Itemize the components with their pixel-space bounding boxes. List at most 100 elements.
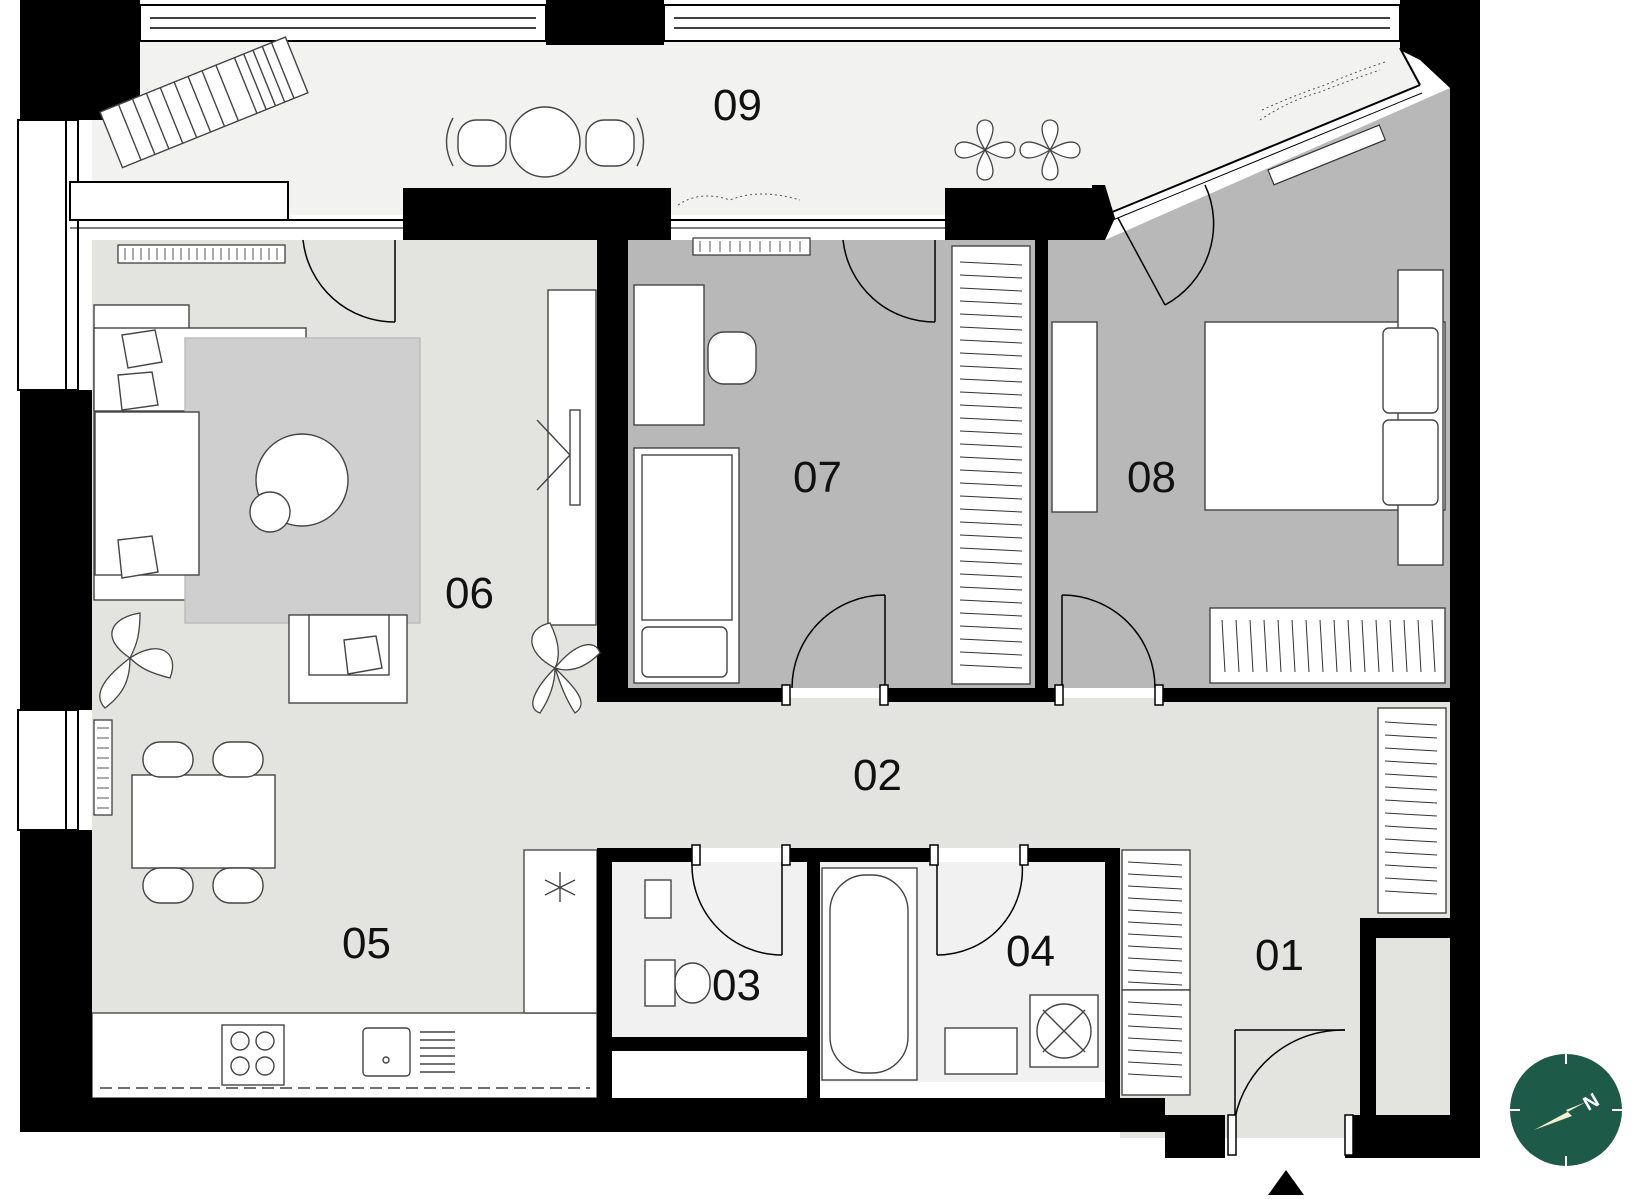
sun-lounger <box>99 36 309 169</box>
hanger-mark <box>1384 747 1438 752</box>
wardrobe <box>1121 849 1191 991</box>
balcony-chair <box>457 119 507 167</box>
hanger-mark <box>959 261 1023 266</box>
hanger-mark <box>959 612 1023 617</box>
hanger-mark <box>959 352 1023 357</box>
wall <box>1360 918 1450 938</box>
wall <box>807 848 820 1098</box>
hanger-mark <box>1127 1013 1183 1018</box>
hanger-mark <box>1127 1061 1183 1066</box>
window <box>69 181 289 221</box>
hanger-mark <box>959 599 1023 604</box>
wall <box>1092 185 1115 240</box>
hanger-mark <box>959 287 1023 292</box>
hanger-mark <box>1384 890 1438 895</box>
compass-icon: N <box>1510 1054 1622 1166</box>
hanger-mark <box>959 300 1023 305</box>
wardrobe <box>1377 707 1447 914</box>
hanger-mark <box>1127 1073 1183 1078</box>
compass-needle <box>1534 1102 1586 1130</box>
hanger-mark <box>1384 734 1438 739</box>
wall <box>1360 918 1376 1118</box>
wardrobe <box>1209 607 1446 684</box>
hanger-mark <box>1384 721 1438 726</box>
hanger-mark <box>959 482 1023 487</box>
hanger-mark <box>959 573 1023 578</box>
room-label-08: 08 <box>1127 453 1176 502</box>
wall <box>782 848 937 862</box>
hanger-mark <box>1277 619 1282 673</box>
wc-03-floor <box>612 862 807 1037</box>
radiators <box>93 124 1387 816</box>
hanger-mark <box>1431 619 1436 673</box>
hanger-mark <box>959 274 1023 279</box>
hanger-mark <box>1384 786 1438 791</box>
hanger-mark <box>1127 969 1183 974</box>
entrance-arrow-icon <box>1268 1170 1304 1195</box>
hanger-mark <box>1384 851 1438 856</box>
hanger-mark <box>1127 885 1183 890</box>
wardrobe-hangers <box>959 261 1438 1078</box>
hanger-mark <box>1389 619 1394 673</box>
walls <box>20 0 1480 1158</box>
hanger-mark <box>959 378 1023 383</box>
hanger-mark <box>959 365 1023 370</box>
hanger-mark <box>1384 799 1438 804</box>
wall <box>1105 848 1120 1098</box>
dresser <box>1051 321 1098 513</box>
balcony-floor <box>92 40 1420 215</box>
cooktop <box>221 1024 285 1086</box>
windows <box>17 4 1423 831</box>
room-label-07: 07 <box>793 453 842 502</box>
hanger-mark <box>1263 619 1268 673</box>
hanger-mark <box>959 469 1023 474</box>
desk <box>633 284 705 426</box>
room-label-03: 03 <box>712 961 761 1010</box>
hanger-mark <box>1347 619 1352 673</box>
window <box>65 709 79 831</box>
hanger-mark <box>1127 897 1183 902</box>
hanger-mark <box>959 651 1023 656</box>
kitchen-sink <box>362 1027 411 1077</box>
hanger-mark <box>1127 873 1183 878</box>
wall <box>597 1037 820 1051</box>
plant-icon <box>531 622 601 714</box>
hanger-mark <box>1375 619 1380 673</box>
hanger-mark <box>1249 619 1254 673</box>
toilet <box>644 959 676 1007</box>
wc-sink <box>644 879 672 919</box>
dining-table <box>131 774 276 869</box>
hanger-mark <box>959 560 1023 565</box>
hanger-mark <box>1127 1025 1183 1030</box>
plant-icon <box>99 612 174 709</box>
hanger-mark <box>1127 909 1183 914</box>
hanger-mark <box>959 404 1023 409</box>
hanger-mark <box>1127 861 1183 866</box>
hanger-mark <box>1291 619 1296 673</box>
shrub-dots <box>677 61 1386 206</box>
wall <box>1165 1115 1225 1158</box>
hanger-mark <box>959 313 1023 318</box>
hanger-mark <box>1221 619 1226 673</box>
hanger-mark <box>1127 1049 1183 1054</box>
hanger-mark <box>959 664 1023 669</box>
hanger-mark <box>959 638 1023 643</box>
kitchen-counter <box>91 1012 598 1099</box>
hanger-mark <box>959 326 1023 331</box>
hanger-mark <box>959 508 1023 513</box>
hanger-mark <box>1127 1001 1183 1006</box>
hanger-mark <box>959 391 1023 396</box>
hanger-mark <box>959 521 1023 526</box>
hanger-mark <box>959 586 1023 591</box>
hanger-mark <box>1127 945 1183 950</box>
hanger-mark <box>959 339 1023 344</box>
hanger-mark <box>1403 619 1408 673</box>
hanger-mark <box>1361 619 1366 673</box>
wall <box>597 848 692 862</box>
hanger-mark <box>959 547 1023 552</box>
wall <box>20 1098 1165 1132</box>
hanger-mark <box>1417 619 1422 673</box>
hanger-mark <box>1384 760 1438 765</box>
hanger-mark <box>1384 825 1438 830</box>
